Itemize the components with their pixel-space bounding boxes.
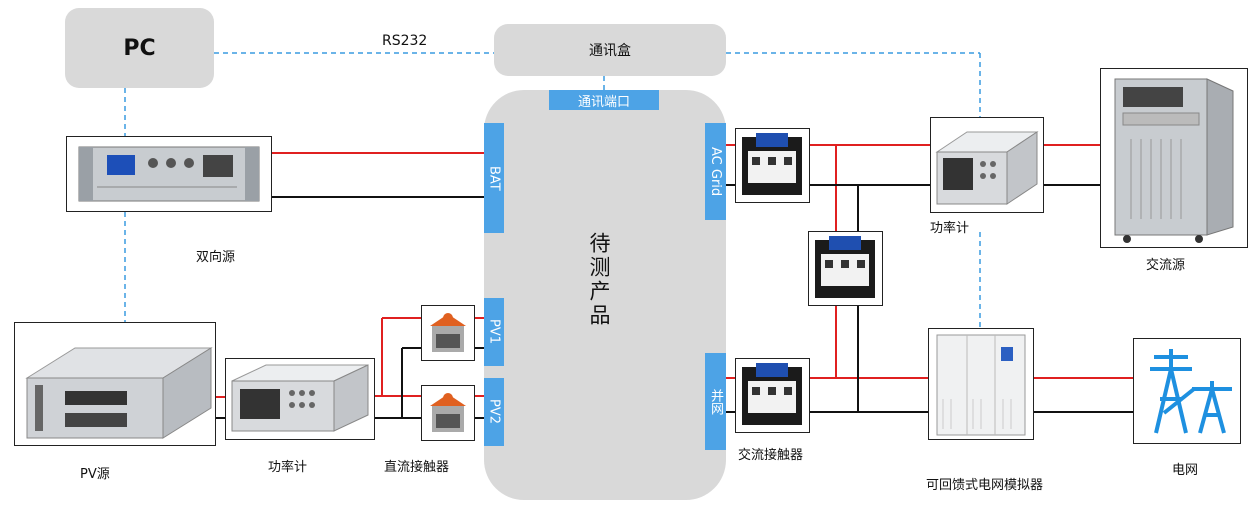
- ac-source-cabinet-icon: [1114, 78, 1234, 243]
- grid-simulator-cabinet-icon: [936, 334, 1026, 436]
- ac-source-image: [1100, 68, 1248, 248]
- dc-contactor-2-image: [421, 385, 475, 441]
- ac-power-meter-image: [930, 117, 1044, 213]
- rs232-label: RS232: [382, 33, 428, 49]
- power-tower-icon: [1150, 349, 1232, 434]
- comm-port-label: 通讯端口: [577, 94, 630, 110]
- ac-contactor-icon: [742, 363, 802, 425]
- ac-contactor-1-image: [735, 128, 810, 203]
- grid-label: 电网: [1172, 463, 1199, 478]
- pv2-port-label: PV2: [486, 399, 502, 425]
- comm-port: 通讯端口: [549, 90, 659, 110]
- pv1-port: PV1: [484, 298, 504, 366]
- bat-port: BAT: [484, 123, 504, 233]
- ac-contactor-label: 交流接触器: [738, 448, 804, 463]
- grid-image: [1133, 338, 1241, 444]
- pv-source-label: PV源: [80, 467, 110, 482]
- comm-box: 通讯盒: [494, 24, 726, 76]
- dc-contactor-icon: [430, 313, 466, 352]
- pc-box: PC: [65, 8, 214, 88]
- ac-contactor-icon: [742, 133, 802, 195]
- bidirectional-source-label: 双向源: [196, 250, 236, 265]
- dc-contactor-1-image: [421, 305, 475, 361]
- ac-source-label: 交流源: [1146, 258, 1186, 273]
- ac-contactor-3-image: [735, 358, 810, 433]
- power-meter-icon: [231, 364, 369, 432]
- pv-source-image: [14, 322, 216, 446]
- pc-label: PC: [123, 35, 156, 61]
- comm-lines: [124, 52, 981, 328]
- bidirectional-source-image: [66, 136, 272, 212]
- bat-port-label: BAT: [486, 165, 502, 191]
- pv-source-icon: [25, 347, 213, 439]
- dc-contactor-icon: [430, 393, 466, 432]
- pv2-port: PV2: [484, 378, 504, 446]
- dc-power-meter-label: 功率计: [268, 460, 308, 475]
- dut-label: 待测产品: [587, 232, 611, 328]
- dc-contactor-label: 直流接触器: [384, 460, 450, 475]
- dut-box: [484, 90, 726, 500]
- ac-contactor-2-image: [808, 231, 883, 306]
- ac-contactor-icon: [815, 236, 875, 298]
- rack-source-icon: [78, 146, 260, 202]
- ac-grid-port-label: AC Grid: [708, 146, 723, 197]
- comm-box-label: 通讯盒: [589, 43, 631, 59]
- dc-power-meter-image: [225, 358, 375, 440]
- ac-red-wires: [726, 144, 1143, 379]
- ac-grid-port: AC Grid: [705, 123, 726, 220]
- ac-power-meter-label: 功率计: [930, 221, 970, 236]
- grid-tie-port: 并网: [705, 353, 726, 450]
- dc-black-bus: [374, 347, 484, 419]
- grid-simulator-image: [928, 328, 1034, 440]
- power-meter-icon: [935, 131, 1039, 205]
- grid-tie-port-label: 并网: [708, 388, 723, 415]
- grid-simulator-label: 可回馈式电网模拟器: [926, 478, 1044, 493]
- pv1-port-label: PV1: [486, 319, 502, 345]
